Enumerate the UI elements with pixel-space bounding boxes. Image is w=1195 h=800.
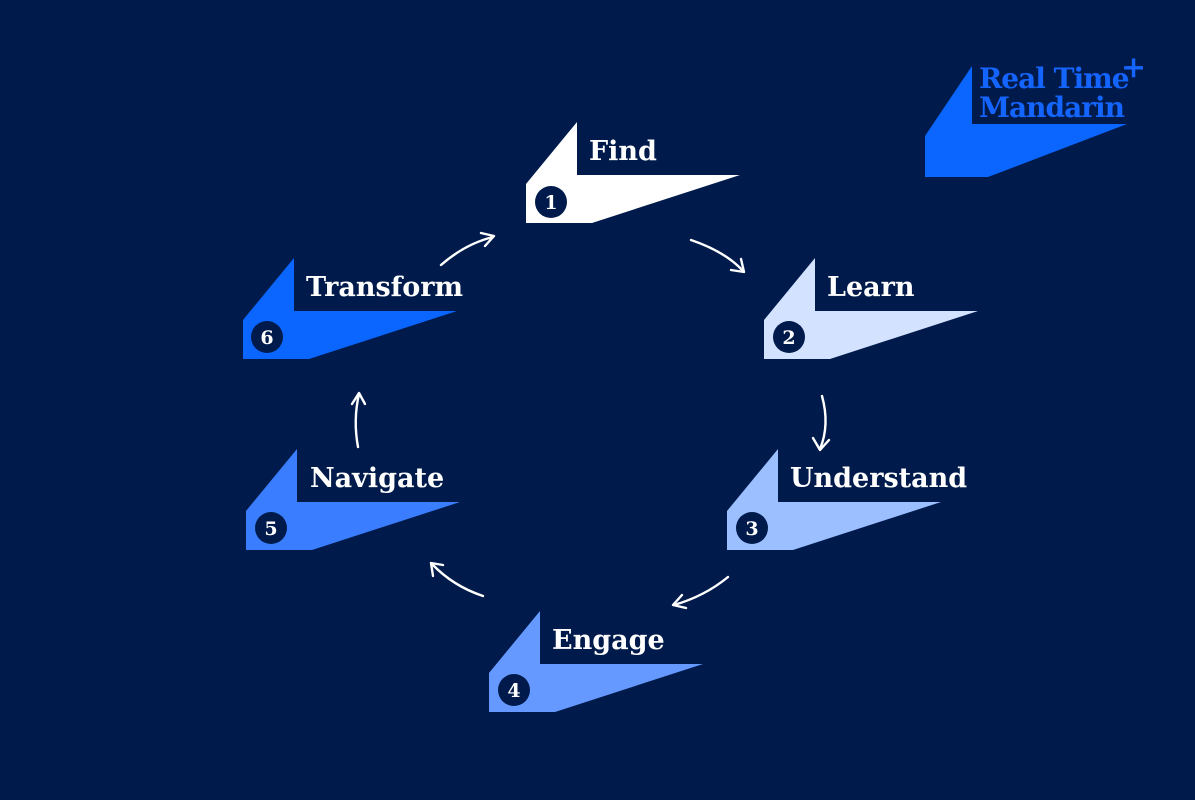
step-shape <box>526 122 740 223</box>
arrow-learn-to-understand <box>811 394 831 452</box>
step-number-badge <box>251 321 283 353</box>
step-label: Learn <box>827 272 915 303</box>
step-learn: 2 Learn <box>764 258 978 359</box>
step-number: 6 <box>260 327 273 349</box>
logo-line-1: Real Time <box>979 62 1129 95</box>
step-number: 2 <box>782 327 795 349</box>
step-navigate: 5 Navigate <box>246 449 460 550</box>
step-shape <box>243 258 457 359</box>
step-shape <box>489 611 703 712</box>
arrow-understand-to-engage <box>671 575 730 610</box>
arrow-engage-to-navigate <box>429 561 485 598</box>
step-shape <box>764 258 978 359</box>
step-label: Find <box>589 136 657 167</box>
step-label: Transform <box>306 272 463 303</box>
step-number: 4 <box>507 680 520 702</box>
step-label: Understand <box>790 463 967 494</box>
logo-plus: + <box>1121 50 1145 85</box>
step-understand: 3 Understand <box>727 449 967 550</box>
step-number-badge <box>736 512 768 544</box>
step-number-badge <box>255 512 287 544</box>
step-shape <box>727 449 941 550</box>
arrow-transform-to-find <box>439 231 496 267</box>
step-number-badge <box>535 186 567 218</box>
logo-chevron-shape <box>925 66 1127 177</box>
step-shape <box>246 449 460 550</box>
step-find: 1 Find <box>526 122 740 223</box>
arrow-navigate-to-transform <box>350 391 367 449</box>
arrow-find-to-learn <box>689 238 746 274</box>
step-number-badge <box>498 674 530 706</box>
step-number: 5 <box>264 518 277 540</box>
logo-line-2: Mandarin <box>979 91 1125 124</box>
brand-logo: Real Time Mandarin + <box>925 50 1146 177</box>
step-label: Engage <box>552 625 665 656</box>
step-number: 1 <box>544 192 557 214</box>
step-transform: 6 Transform <box>243 258 463 359</box>
step-engage: 4 Engage <box>489 611 703 712</box>
step-number: 3 <box>745 518 758 540</box>
step-number-badge <box>773 321 805 353</box>
step-label: Navigate <box>310 463 444 494</box>
